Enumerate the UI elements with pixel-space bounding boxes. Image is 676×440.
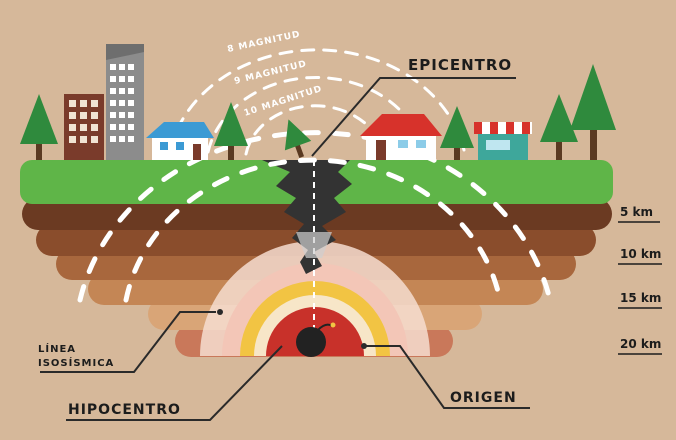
label-linea-line2: ISOSÍSMICA <box>38 356 114 369</box>
tree-icon <box>570 64 616 160</box>
shop-icon <box>474 122 532 160</box>
tree-icon <box>284 119 312 158</box>
depth-label-5: 5 km <box>620 205 653 219</box>
isoseismic-arc-outer <box>77 130 553 303</box>
label-origen: ORIGEN <box>450 390 517 406</box>
blue-house-icon <box>146 122 214 160</box>
isoseismic-lines <box>77 130 553 303</box>
linea-callout-dot <box>217 309 223 315</box>
depth-label-20: 20 km <box>620 337 661 351</box>
label-linea-line1: LÍNEA <box>38 342 76 355</box>
callout-lines <box>40 77 530 421</box>
isoseismic-arc-middle <box>123 157 503 303</box>
fault-crack <box>262 160 352 274</box>
magnitude-arc-10 <box>244 104 386 156</box>
depth-label-15: 15 km <box>620 291 661 305</box>
epicentro-callout-line <box>311 77 516 157</box>
magnitude-label-10: 10 MAGNITUD <box>243 84 324 119</box>
tree-icon <box>440 106 474 160</box>
tall-building-icon <box>106 44 144 160</box>
fault-glow <box>296 232 332 258</box>
origen-callout-line <box>366 345 530 409</box>
magnitude-label-9: 9 MAGNITUD <box>233 59 308 87</box>
label-hipocentro: HIPOCENTRO <box>68 402 181 418</box>
brown-building-icon <box>64 94 104 160</box>
linea-callout-line <box>40 311 216 373</box>
magnitude-arc-8 <box>168 48 466 152</box>
hipocentro-callout-line <box>66 345 283 421</box>
depth-label-10: 10 km <box>620 247 661 261</box>
tree-icon <box>214 102 248 160</box>
hypocenter-bomb-icon <box>296 322 336 357</box>
tree-icon <box>20 94 58 160</box>
red-house-icon <box>360 114 442 160</box>
depth-scale: 5 km 10 km 15 km 20 km <box>618 205 662 355</box>
label-epicentro: EPICENTRO <box>408 56 512 74</box>
origen-callout-dot <box>361 343 367 349</box>
tree-icon <box>540 94 578 160</box>
